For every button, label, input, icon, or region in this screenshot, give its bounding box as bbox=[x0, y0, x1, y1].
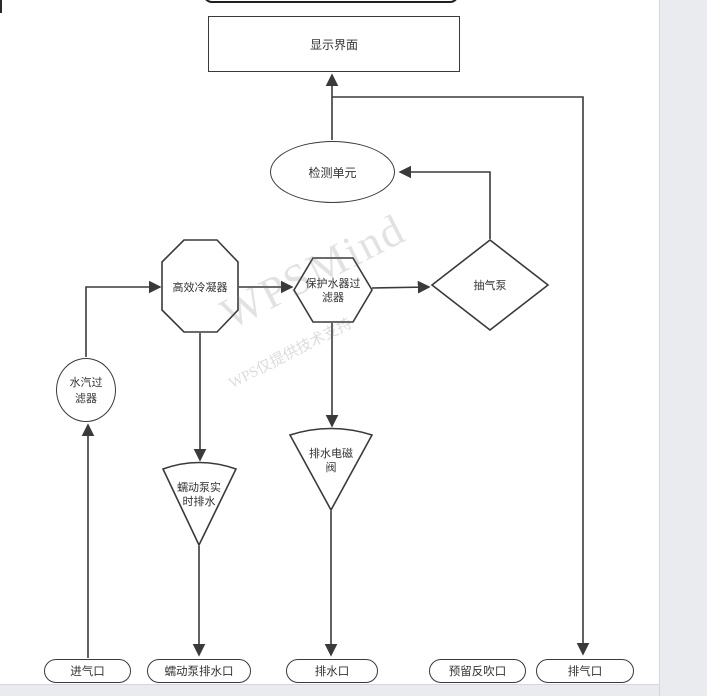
detection-node[interactable]: 检测单元 bbox=[270, 141, 395, 203]
canvas-edge-mark bbox=[0, 0, 2, 13]
terminal-exhaust-port[interactable]: 排气口 bbox=[536, 659, 634, 683]
terminal-peristaltic-drain-port[interactable]: 蠕动泵排水口 bbox=[147, 659, 251, 683]
condenser-shape[interactable] bbox=[161, 239, 239, 333]
terminal-water-outlet-label: 排水口 bbox=[314, 666, 350, 678]
terminal-backflush-port-label: 预留反吹口 bbox=[448, 666, 507, 678]
display-node-label: 显示界面 bbox=[309, 37, 358, 52]
pump-shape[interactable] bbox=[430, 238, 550, 332]
terminal-peristaltic-drain-port-label: 蠕动泵排水口 bbox=[164, 666, 234, 678]
bottom-gutter[interactable] bbox=[0, 684, 659, 696]
terminal-exhaust-port-label: 排气口 bbox=[567, 666, 603, 678]
cropped-shape-top bbox=[203, 0, 459, 3]
terminal-backflush-port[interactable]: 预留反吹口 bbox=[429, 659, 526, 683]
terminal-water-outlet[interactable]: 排水口 bbox=[286, 659, 378, 683]
terminal-air-inlet[interactable]: 进气口 bbox=[44, 659, 131, 683]
connector-branch-to-exhaust[interactable] bbox=[332, 96, 590, 656]
connector-vapor-filter-to-condenser[interactable] bbox=[85, 280, 162, 357]
vapor-filter-label: 水汽过滤器 bbox=[69, 377, 103, 405]
protect-filter-shape[interactable] bbox=[293, 257, 373, 323]
connector-pump-to-detection[interactable] bbox=[398, 165, 491, 239]
terminal-air-inlet-label: 进气口 bbox=[70, 666, 105, 678]
display-node[interactable]: 显示界面 bbox=[208, 16, 460, 72]
right-gutter[interactable] bbox=[659, 0, 707, 696]
vapor-filter-node[interactable]: 水汽过滤器 bbox=[56, 358, 116, 422]
solenoid-valve-shape[interactable] bbox=[288, 427, 374, 512]
detection-node-label: 检测单元 bbox=[308, 165, 357, 180]
peristaltic-drain-shape[interactable] bbox=[161, 461, 238, 547]
connector-protect-filter-to-pump[interactable] bbox=[371, 280, 431, 294]
